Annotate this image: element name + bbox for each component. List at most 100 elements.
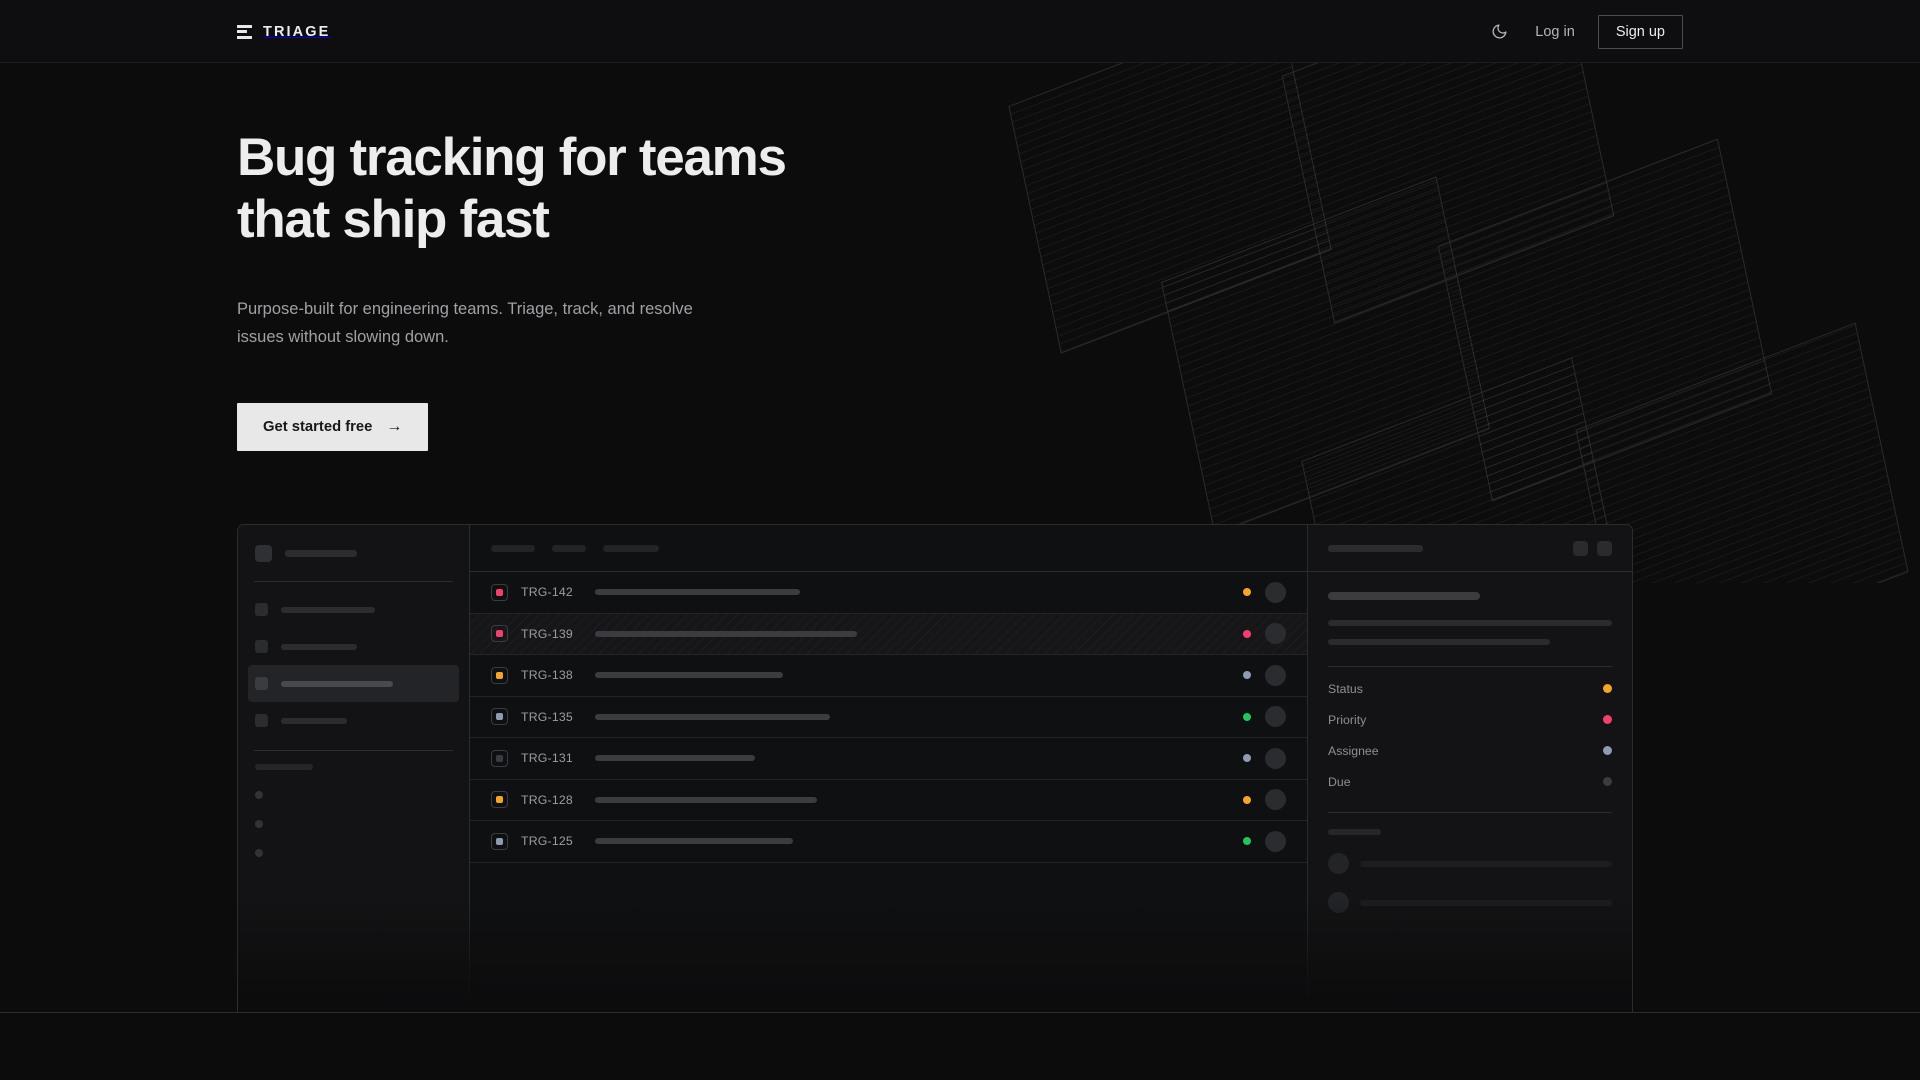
issue-title-placeholder <box>594 589 800 596</box>
issue-title-placeholder <box>594 796 817 803</box>
filter-chip[interactable] <box>603 544 659 552</box>
issue-row-meta <box>1227 706 1286 728</box>
issue-row[interactable]: TRG-131 <box>470 738 1307 780</box>
issue-row[interactable]: TRG-142 <box>470 572 1307 614</box>
top-navigation-bar: TRIAGE Log in Sign up <box>0 0 1920 63</box>
issue-row-meta <box>1227 581 1286 603</box>
filter-chip[interactable] <box>552 544 586 552</box>
sidebar-item-icon <box>255 714 268 727</box>
sidebar-divider <box>254 750 453 751</box>
status-dot <box>1243 588 1251 597</box>
filter-chip[interactable] <box>491 544 535 552</box>
assignee-avatar[interactable] <box>1265 664 1286 686</box>
issue-row-meta <box>1227 623 1286 645</box>
detail-divider <box>1328 812 1612 813</box>
sidebar-item-icon <box>255 603 268 616</box>
status-dot <box>1243 712 1251 721</box>
hero-headline-line-2: that ship fast <box>237 190 550 249</box>
hero-headline-line-1: Bug tracking for teams <box>237 128 787 187</box>
issue-list-empty-space <box>470 863 1307 1013</box>
priority-indicator-icon <box>491 791 508 809</box>
hero-headline: Bug tracking for teams that ship fast <box>237 127 787 251</box>
issue-id: TRG-131 <box>521 751 573 766</box>
assignee-avatar[interactable] <box>1265 747 1286 769</box>
issue-row-meta <box>1227 789 1286 811</box>
priority-indicator-icon <box>491 708 508 726</box>
comments-section-label-placeholder <box>1328 829 1381 835</box>
due-value-dot <box>1603 777 1612 786</box>
mockup-sidebar <box>238 525 470 1012</box>
issue-row[interactable]: TRG-138 <box>470 655 1307 697</box>
sidebar-item-label-placeholder <box>281 606 375 613</box>
sidebar-item[interactable] <box>248 628 459 665</box>
detail-field-assignee[interactable]: Assignee <box>1328 735 1612 766</box>
sidebar-item-icon <box>255 677 268 690</box>
issue-list-toolbar <box>470 525 1307 572</box>
sidebar-item[interactable] <box>248 702 459 739</box>
workspace-switcher[interactable] <box>255 525 452 581</box>
priority-indicator-icon <box>491 583 508 601</box>
status-dot <box>1243 837 1251 846</box>
triage-logo-icon <box>237 24 252 39</box>
issue-row[interactable]: TRG-125 <box>470 821 1307 863</box>
sidebar-item-label-placeholder <box>281 643 357 650</box>
detail-breadcrumb-placeholder <box>1328 544 1423 552</box>
detail-field-due[interactable]: Due <box>1328 766 1612 797</box>
issue-title-placeholder <box>594 838 793 845</box>
signup-button[interactable]: Sign up <box>1597 14 1683 49</box>
issue-row-meta <box>1227 830 1286 852</box>
issue-id: TRG-142 <box>521 585 573 600</box>
sidebar-mini-item[interactable] <box>255 849 263 857</box>
sidebar-item-label-placeholder <box>281 717 347 724</box>
issue-row-meta <box>1227 747 1286 769</box>
nav-actions: Log in Sign up <box>1486 0 1683 63</box>
mockup-detail-panel: Status Priority Assignee Due <box>1308 525 1632 1012</box>
issue-id: TRG-139 <box>521 626 573 641</box>
priority-indicator-icon <box>491 625 508 643</box>
detail-panel-header <box>1308 525 1632 572</box>
page-bottom-divider <box>0 1012 1920 1013</box>
assignee-avatar[interactable] <box>1265 623 1286 645</box>
sidebar-mini-item[interactable] <box>255 820 263 828</box>
comment-text-placeholder <box>1360 899 1612 906</box>
issue-id: TRG-138 <box>521 668 573 683</box>
arrow-right-icon: → <box>386 418 403 436</box>
issue-title-placeholder <box>594 713 830 720</box>
brand-logo-link[interactable]: TRIAGE <box>237 0 330 63</box>
assignee-avatar[interactable] <box>1265 581 1286 603</box>
decor-panel <box>1008 63 1332 354</box>
sidebar-item-label-placeholder <box>281 680 393 687</box>
detail-field-label: Status <box>1328 681 1363 696</box>
decor-panel <box>1437 138 1773 502</box>
login-link[interactable]: Log in <box>1535 23 1575 40</box>
sidebar-item[interactable] <box>248 591 459 628</box>
mockup-issue-list: TRG-142 TRG-139 TRG-138 <box>470 525 1308 1012</box>
assignee-avatar[interactable] <box>1265 706 1286 728</box>
issue-row-meta <box>1227 664 1286 686</box>
issue-row-highlighted[interactable]: TRG-139 <box>470 613 1307 655</box>
assignee-avatar[interactable] <box>1265 789 1286 811</box>
get-started-button[interactable]: Get started free → <box>237 403 429 452</box>
sidebar-item-icon <box>255 640 268 653</box>
sidebar-item-active[interactable] <box>248 665 459 702</box>
issue-row[interactable]: TRG-128 <box>470 780 1307 821</box>
comment-item <box>1328 892 1612 913</box>
detail-description-line <box>1328 639 1550 645</box>
brand-name: TRIAGE <box>263 23 331 40</box>
detail-field-priority[interactable]: Priority <box>1328 704 1612 735</box>
detail-action-button[interactable] <box>1597 540 1612 556</box>
theme-toggle-button[interactable] <box>1486 19 1512 45</box>
detail-header-actions <box>1573 540 1612 556</box>
sidebar-section-label-placeholder <box>255 764 313 770</box>
hero-section: Bug tracking for teams that ship fast Pu… <box>237 63 787 452</box>
assignee-avatar[interactable] <box>1265 830 1286 852</box>
issue-row[interactable]: TRG-135 <box>470 697 1307 738</box>
detail-action-button[interactable] <box>1573 540 1588 556</box>
assignee-value-dot <box>1603 746 1612 755</box>
priority-value-dot <box>1603 715 1612 724</box>
issue-id: TRG-128 <box>521 792 573 807</box>
sidebar-mini-item[interactable] <box>255 791 263 799</box>
priority-indicator-icon <box>491 666 508 684</box>
detail-field-status[interactable]: Status <box>1328 673 1612 704</box>
